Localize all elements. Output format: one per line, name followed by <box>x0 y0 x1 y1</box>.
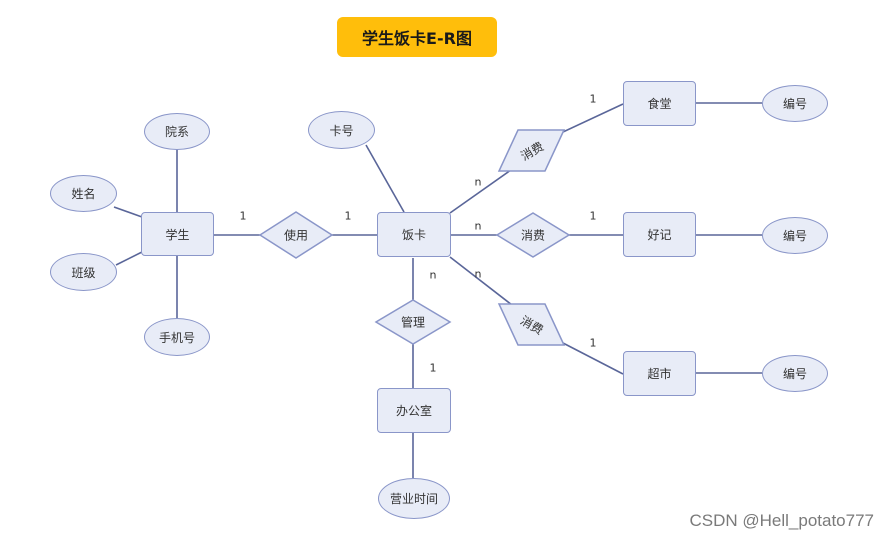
edge-student-class <box>115 251 143 266</box>
attribute-canteen-id: 编号 <box>762 85 828 122</box>
attribute-office-hours: 营业时间 <box>378 478 450 519</box>
cardinality-student-use: 1 <box>239 209 247 223</box>
entity-card: 饭卡 <box>377 212 451 257</box>
diagram-title: 学生饭卡E-R图 <box>337 17 497 57</box>
cardinality-card-consume-supermarket: n <box>474 267 482 281</box>
cardinality-consume-canteen-entity: 1 <box>589 92 597 106</box>
attribute-card-no: 卡号 <box>308 111 375 149</box>
cardinality-card-consume-haoji: n <box>474 219 482 233</box>
edge-card-consume-canteen <box>449 164 519 214</box>
attribute-phone: 手机号 <box>144 318 210 356</box>
relationship-use: 使用 <box>283 228 309 243</box>
cardinality-consume-haoji-entity: 1 <box>589 209 597 223</box>
entity-supermarket: 超市 <box>623 351 696 396</box>
relationship-use-shape <box>258 211 334 259</box>
relationship-consume-canteen-shape <box>497 129 566 172</box>
attribute-class: 班级 <box>50 253 117 291</box>
attribute-haoji-id: 编号 <box>762 217 828 254</box>
edge-student-name <box>113 206 143 218</box>
edge-card-cardno <box>365 144 405 213</box>
relationship-manage-shape <box>374 299 452 345</box>
cardinality-card-manage: n <box>429 268 437 282</box>
attribute-department: 院系 <box>144 113 210 150</box>
entity-canteen: 食堂 <box>623 81 696 126</box>
attribute-name: 姓名 <box>50 175 117 212</box>
entity-student: 学生 <box>141 212 214 256</box>
cardinality-card-consume-canteen: n <box>474 175 482 189</box>
relationship-consume-haoji: 消费 <box>520 228 546 243</box>
edge-consume-supermarket <box>562 342 624 375</box>
attribute-supermarket-id: 编号 <box>762 355 828 392</box>
edge-consume-canteen <box>562 103 624 133</box>
relationship-manage: 管理 <box>400 315 426 330</box>
relationship-consume-supermarket-shape <box>497 303 566 346</box>
relationship-consume-haoji-shape <box>495 212 571 258</box>
entity-haoji: 好记 <box>623 212 696 257</box>
edge-card-consume-supermarket <box>449 256 513 306</box>
entity-office: 办公室 <box>377 388 451 433</box>
watermark: CSDN @Hell_potato777 <box>689 511 874 530</box>
cardinality-consume-supermarket-entity: 1 <box>589 336 597 350</box>
cardinality-use-card: 1 <box>344 209 352 223</box>
cardinality-manage-office: 1 <box>429 361 437 375</box>
